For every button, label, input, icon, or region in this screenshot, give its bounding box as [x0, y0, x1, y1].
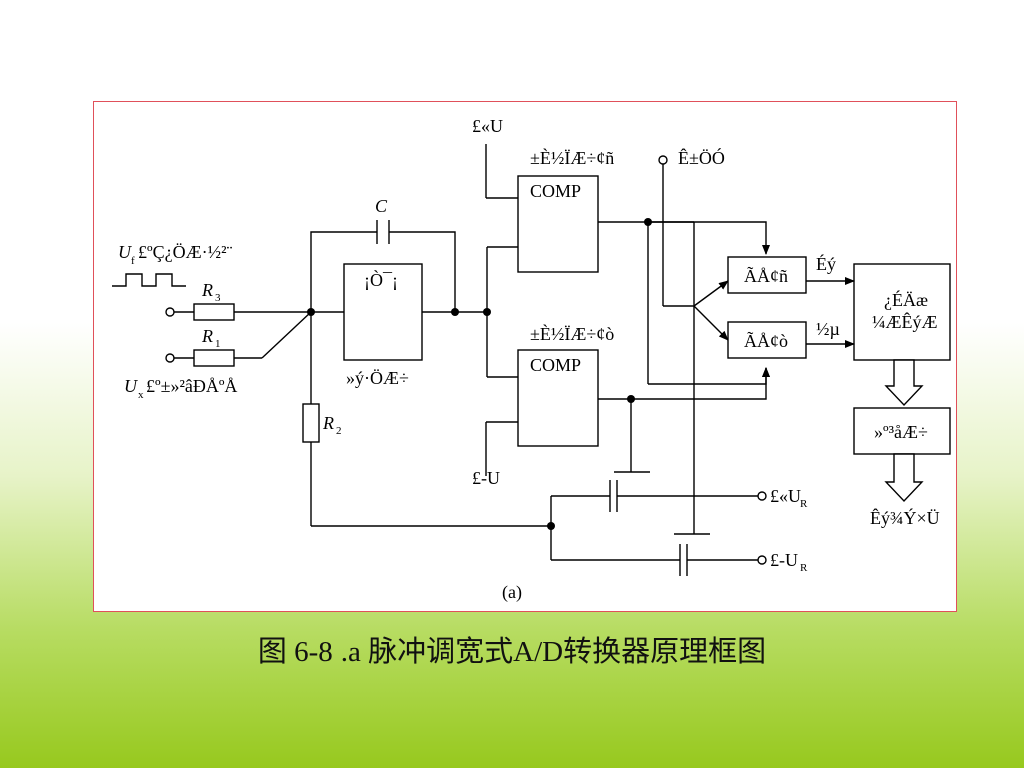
- pos-ref-label: £«U: [770, 486, 801, 506]
- top-supply-label: £«U: [472, 116, 503, 136]
- counter-label-2: ¼ÆÊýÆ: [872, 311, 938, 332]
- diagram-frame: £«U £-U C ¡Ò¯¡ »ý·ÖÆ÷ ±È½ÏÆ÷¢ñ ±È½ÏÆ÷¢ò …: [93, 101, 957, 612]
- comparator-1-box: [517, 175, 599, 273]
- uf-text: £ºÇ¿ÖÆ·½²¨: [138, 242, 232, 262]
- gate-1-box: [727, 256, 807, 294]
- arrow-counter-to-decoder: [884, 359, 924, 407]
- display-label: Êý¾Ý×Ü: [870, 507, 940, 528]
- r2-label: R: [322, 413, 334, 433]
- neg-ref-sub: R: [800, 562, 808, 574]
- resistor-r3: [193, 303, 235, 321]
- r2-sub: 2: [336, 425, 342, 437]
- gate-2-label: ÃÅ¢ò: [744, 330, 788, 351]
- r3-label: R: [201, 280, 213, 300]
- integrator-symbol-label: ¡Ò¯¡: [364, 269, 398, 290]
- count-down-label: ½µ: [816, 319, 840, 339]
- arrow-decoder-to-display: [884, 453, 924, 503]
- resistor-r2: [302, 403, 320, 443]
- square-wave-symbol: [112, 273, 186, 287]
- counter-label-1: ¿ÉÄæ: [884, 289, 928, 310]
- uf-sub: f: [131, 255, 135, 267]
- comparator-2-box: [517, 349, 599, 447]
- count-up-label: Éý: [816, 253, 836, 274]
- r3-sub: 3: [215, 292, 221, 304]
- integrator-label: »ý·ÖÆ÷: [346, 368, 409, 388]
- comparator-2-label: ±È½ÏÆ÷¢ò: [530, 323, 614, 344]
- r1-label: R: [201, 326, 213, 346]
- ux-text: £º±»²âÐÅºÅ: [146, 376, 237, 396]
- comparator-2-text: COMP: [530, 355, 581, 375]
- ux-label: U: [124, 376, 138, 396]
- bottom-supply-label: £-U: [472, 468, 500, 488]
- block-diagram: £«U £-U C ¡Ò¯¡ »ý·ÖÆ÷ ±È½ÏÆ÷¢ñ ±È½ÏÆ÷¢ò …: [112, 116, 951, 603]
- decoder-label: »º³åÆ÷: [874, 422, 928, 442]
- gate-1-label: ÃÅ¢ñ: [744, 265, 788, 286]
- gate-2-box: [727, 321, 807, 359]
- capacitor-label: C: [375, 196, 388, 216]
- comparator-1-text: COMP: [530, 181, 581, 201]
- r1-sub: 1: [215, 338, 221, 350]
- figure-caption: 图 6-8.a 脉冲调宽式A/D转换器原理框图: [0, 628, 1024, 670]
- resistor-r1: [193, 349, 235, 367]
- sub-caption: (a): [502, 582, 522, 603]
- figure-number: 图 6-8: [257, 636, 333, 668]
- uf-label: U: [118, 242, 132, 262]
- comparator-1-label: ±È½ÏÆ÷¢ñ: [530, 147, 614, 168]
- figure-title: .a 脉冲调宽式A/D转换器原理框图: [340, 636, 767, 668]
- clock-label: Ê±ÖÓ: [678, 147, 725, 168]
- pos-ref-sub: R: [800, 498, 808, 510]
- neg-ref-label: £-U: [770, 550, 798, 570]
- ux-sub: x: [138, 389, 144, 401]
